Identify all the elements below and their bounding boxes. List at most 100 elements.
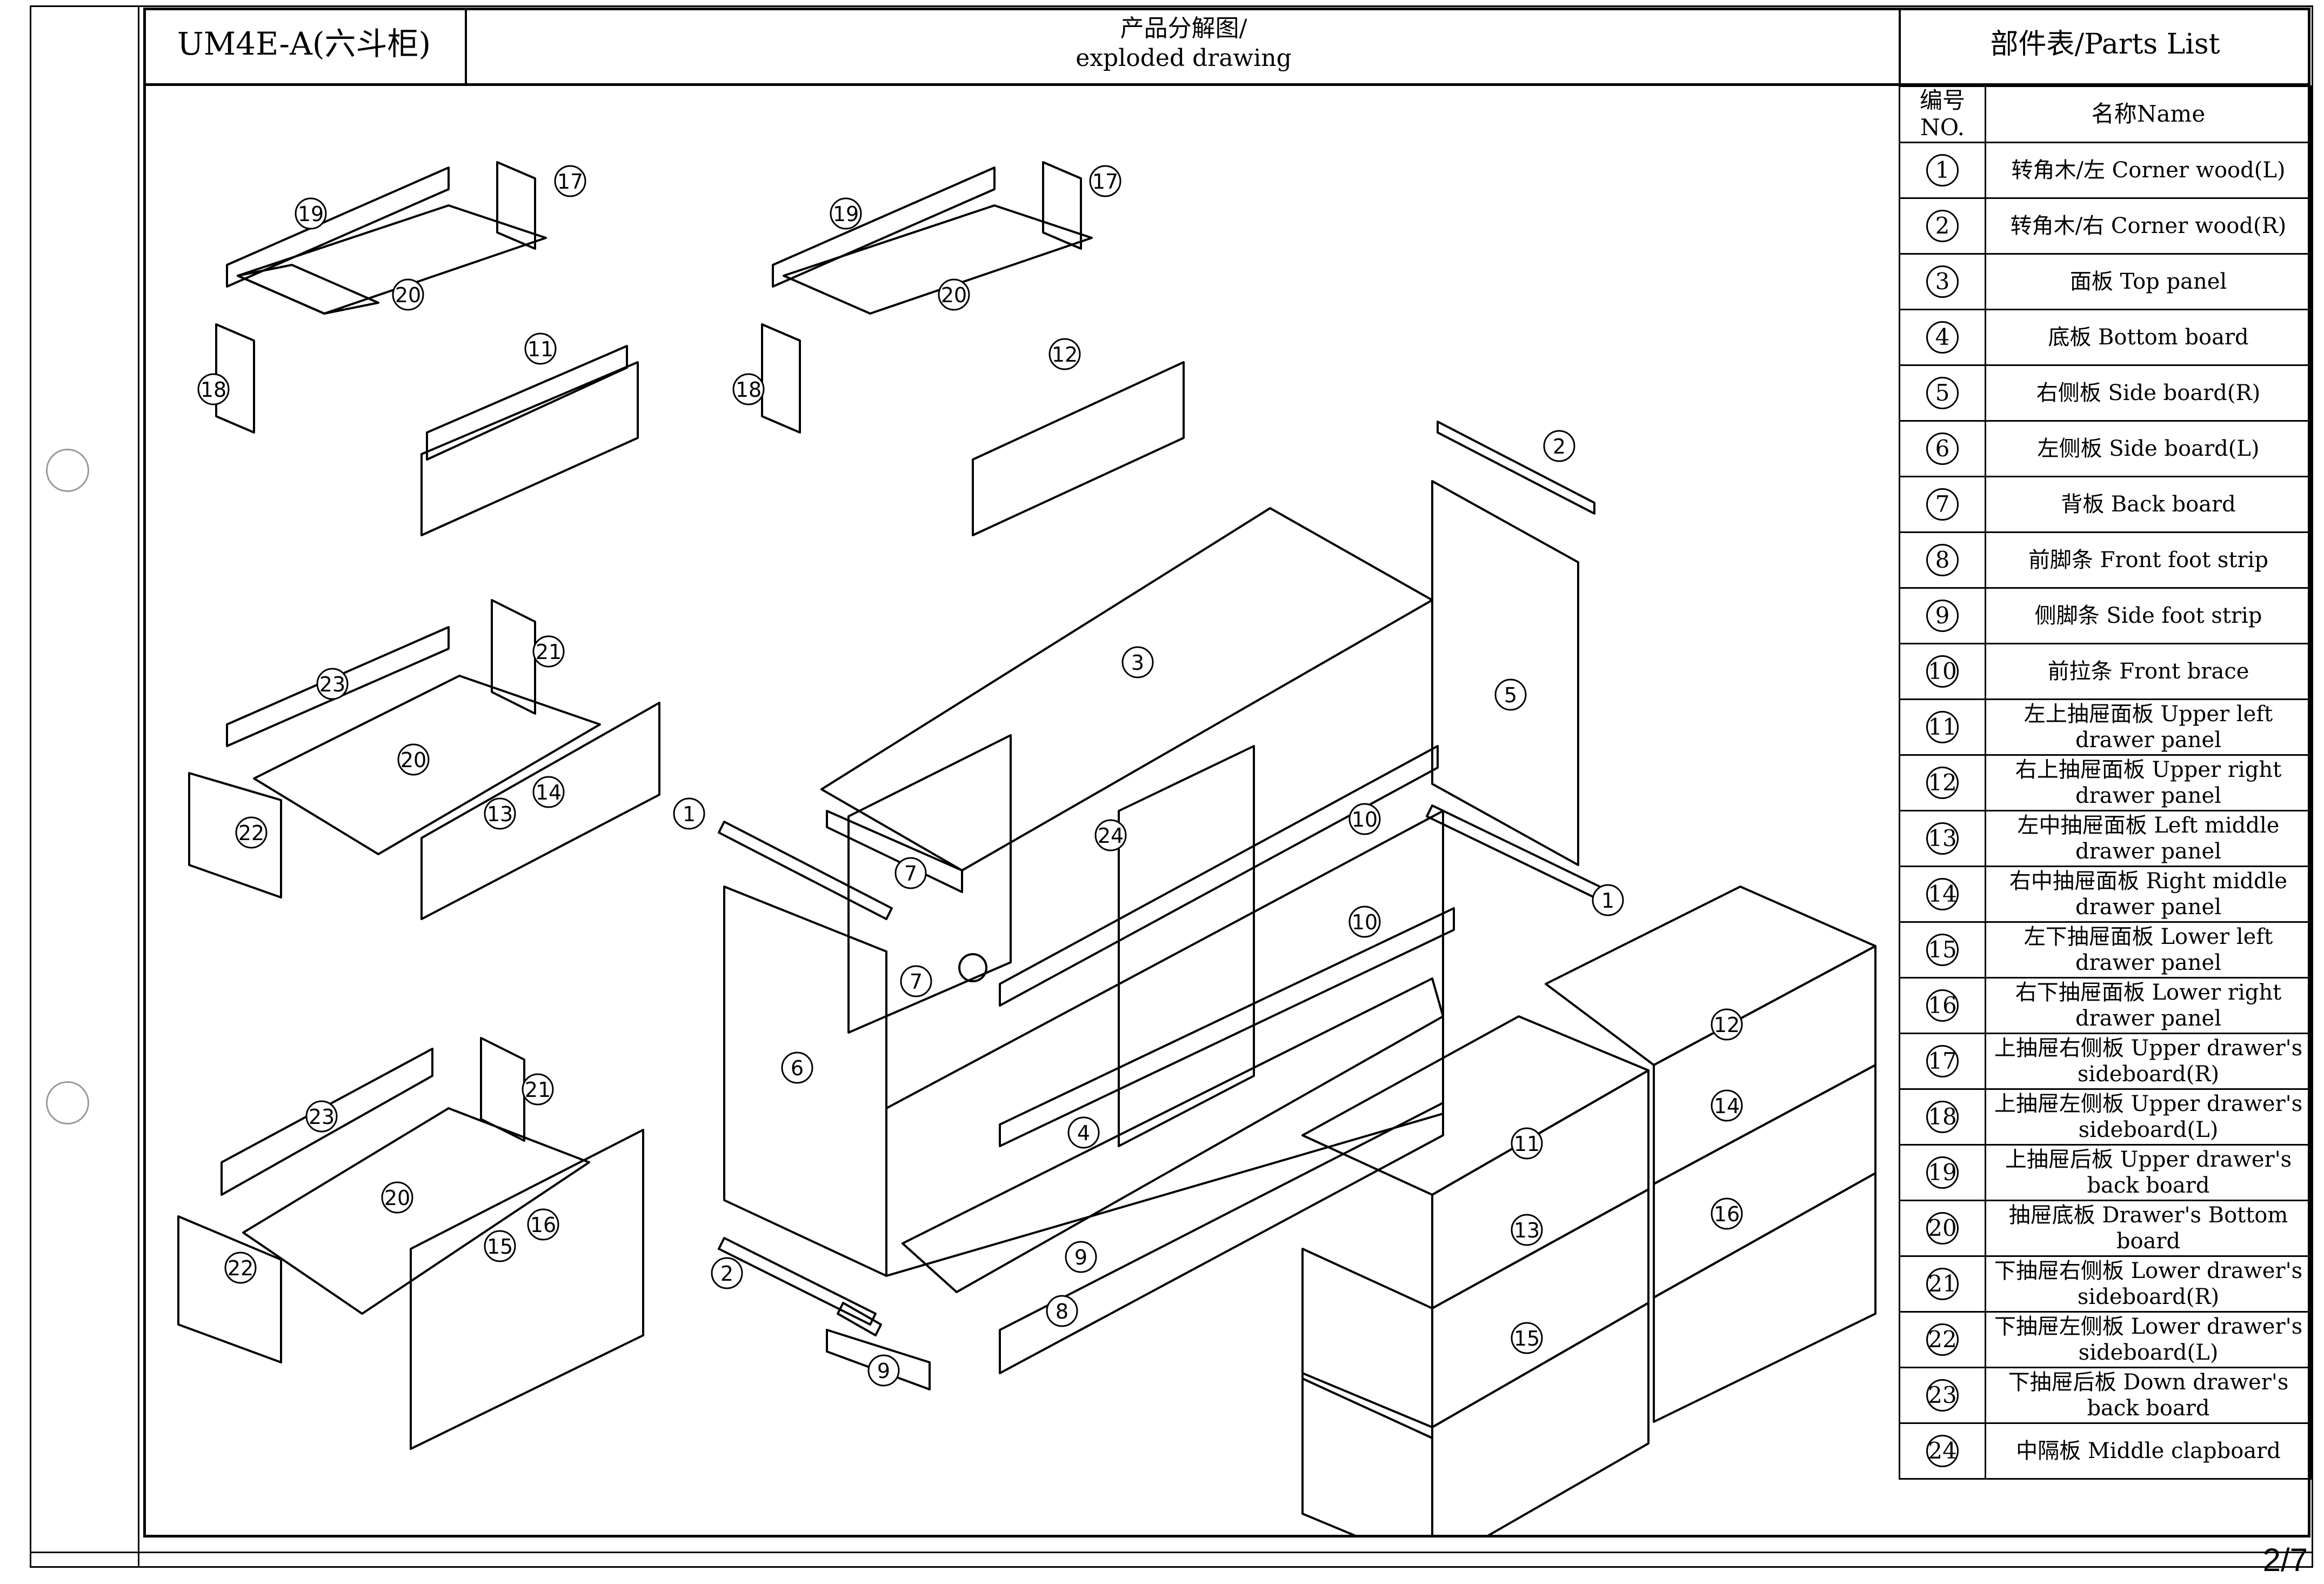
callout-circle <box>1511 1322 1543 1354</box>
callout-circle <box>1089 165 1121 197</box>
callout-circle <box>673 797 705 830</box>
part-name: 下抽屉后板 Down drawer's back board <box>1985 1366 2312 1424</box>
callout-circle <box>867 1354 900 1387</box>
callout-circle <box>484 1230 516 1262</box>
parts-row: 3 面板 Top panel <box>1899 252 2312 310</box>
callout-label: 17 <box>1092 170 1118 194</box>
callout-circle <box>938 278 970 311</box>
part-number: 8 <box>1926 543 1959 576</box>
callout-label: 4 <box>1077 1121 1090 1145</box>
page-number: 2/7 <box>2262 1542 2308 1578</box>
callout-label: 1 <box>1601 889 1614 913</box>
callout-label: 2 <box>1553 435 1566 458</box>
part-number: 19 <box>1926 1156 1959 1189</box>
part-number-cell: 14 <box>1899 865 1986 923</box>
part-number: 22 <box>1926 1323 1959 1356</box>
part-name: 左侧板 Side board(L) <box>1985 420 2312 477</box>
part-name: 前拉条 Front brace <box>1985 642 2312 700</box>
callout-label: 11 <box>1514 1132 1540 1156</box>
part-number-cell: 10 <box>1899 642 1986 700</box>
part-number: 16 <box>1926 989 1959 1022</box>
callout-label: 22 <box>228 1256 253 1280</box>
part-number-cell: 1 <box>1899 141 1986 199</box>
parts-row: 14 右中抽屉面板 Right middle drawer panel <box>1899 865 2312 923</box>
callout-label: 19 <box>833 202 859 226</box>
part-number-cell: 17 <box>1899 1032 1986 1090</box>
callout-circle <box>1711 1089 1743 1122</box>
part-name: 右上抽屉面板 Upper right drawer panel <box>1985 754 2312 811</box>
callout-circle <box>1348 906 1381 938</box>
part-number: 23 <box>1926 1379 1959 1412</box>
part-callouts: 1917201118191720121823212014132223212016… <box>197 165 1743 1387</box>
part-name: 下抽屉右侧板 Lower drawer's sideboard(R) <box>1985 1255 2312 1313</box>
part-number-cell: 4 <box>1899 308 1986 366</box>
callout-label: 22 <box>238 821 264 845</box>
part-name: 侧脚条 Side foot strip <box>1985 587 2312 644</box>
drawer-1-parts <box>215 161 639 536</box>
drawer-2-parts <box>761 161 1185 536</box>
part-number: 10 <box>1926 655 1959 688</box>
callout-label: 12 <box>1714 1013 1740 1037</box>
callout-circle <box>527 1208 559 1241</box>
callout-label: 7 <box>904 862 917 886</box>
part-name: 抽屉底板 Drawer's Bottom board <box>1985 1199 2312 1257</box>
callout-circle <box>1511 1214 1543 1246</box>
drawing-title-cn: 产品分解图/ <box>1120 15 1247 42</box>
callout-label: 12 <box>1052 343 1078 367</box>
callout-circle <box>1494 678 1527 711</box>
callout-label: 2 <box>720 1262 733 1286</box>
binding-margin-line <box>138 5 139 1568</box>
callout-label: 21 <box>536 640 562 664</box>
callout-circle <box>1711 1197 1743 1230</box>
part-number-cell: 5 <box>1899 364 1986 422</box>
callout-circle <box>224 1252 257 1284</box>
part-name: 转角木/左 Corner wood(L) <box>1985 141 2312 199</box>
col-header-no: 编号NO. <box>1899 85 1986 143</box>
callout-circle <box>1049 338 1081 370</box>
parts-row: 10 前拉条 Front brace <box>1899 642 2312 700</box>
callout-circle <box>235 816 268 849</box>
part-name: 前脚条 Front foot strip <box>1985 531 2312 589</box>
part-name: 右中抽屉面板 Right middle drawer panel <box>1985 865 2312 923</box>
callout-circle <box>381 1181 413 1214</box>
callout-label: 14 <box>536 781 562 804</box>
callout-label: 3 <box>1131 651 1144 675</box>
part-name: 右侧板 Side board(R) <box>1985 364 2312 422</box>
callout-circle <box>894 857 927 889</box>
part-number-cell: 7 <box>1899 475 1986 533</box>
callout-label: 13 <box>487 802 513 826</box>
callout-label: 19 <box>298 202 324 226</box>
callout-label: 16 <box>1714 1202 1740 1226</box>
callout-label: 10 <box>1352 910 1378 934</box>
header-divider-1 <box>465 8 467 84</box>
part-number-cell: 6 <box>1899 420 1986 477</box>
part-number: 14 <box>1926 877 1959 910</box>
part-number-cell: 12 <box>1899 754 1986 811</box>
part-number: 9 <box>1926 599 1959 632</box>
part-name: 转角木/右 Corner wood(R) <box>1985 197 2312 255</box>
part-name: 中隔板 Middle clapboard <box>1985 1422 2312 1480</box>
part-number-cell: 20 <box>1899 1199 1986 1257</box>
callout-circle <box>295 197 327 230</box>
callout-circle <box>532 635 565 668</box>
callout-label: 10 <box>1352 808 1378 831</box>
model-label: UM4E-A(六斗柜) <box>177 25 431 62</box>
part-number: 1 <box>1926 154 1959 187</box>
part-number: 3 <box>1926 265 1959 298</box>
parts-row: 23 下抽屉后板 Down drawer's back board <box>1899 1366 2312 1424</box>
part-name: 上抽屉左侧板 Upper drawer's sideboard(L) <box>1985 1088 2312 1146</box>
part-name: 面板 Top panel <box>1985 252 2312 310</box>
part-number-cell: 2 <box>1899 197 1986 255</box>
part-number-cell: 13 <box>1899 809 1986 867</box>
part-number: 4 <box>1926 321 1959 354</box>
callout-label: 17 <box>557 170 583 194</box>
